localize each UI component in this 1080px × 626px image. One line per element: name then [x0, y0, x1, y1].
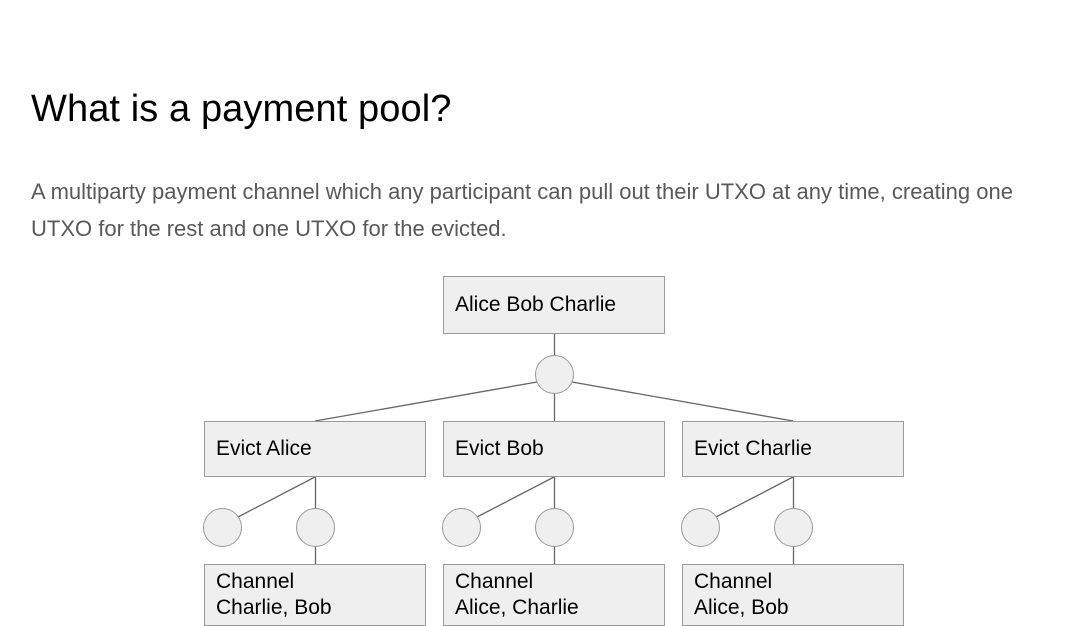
node-evict-charlie[interactable]: Evict Charlie: [682, 421, 904, 477]
utxo-node-root[interactable]: [535, 355, 574, 394]
node-channel-alice-charlie[interactable]: Channel Alice, Charlie: [443, 564, 665, 626]
node-channel-charlie-bob-title: Channel: [216, 570, 295, 593]
node-channel-alice-bob-title: Channel: [694, 570, 773, 593]
node-pool-root-label: Alice Bob Charlie: [455, 293, 617, 316]
utxo-node-alice-remainder[interactable]: [296, 508, 335, 547]
node-channel-alice-bob[interactable]: Channel Alice, Bob: [682, 564, 904, 626]
node-evict-alice-label: Evict Alice: [216, 437, 312, 460]
node-evict-charlie-label: Evict Charlie: [694, 437, 812, 460]
node-channel-alice-bob-members: Alice, Bob: [694, 596, 789, 619]
node-evict-alice[interactable]: Evict Alice: [204, 421, 426, 477]
utxo-node-charlie-remainder[interactable]: [774, 508, 813, 547]
node-channel-charlie-bob-members: Charlie, Bob: [216, 596, 332, 619]
page-title: What is a payment pool?: [31, 88, 452, 131]
utxo-node-bob-remainder[interactable]: [535, 508, 574, 547]
node-pool-root[interactable]: Alice Bob Charlie: [443, 276, 665, 334]
node-channel-alice-charlie-members: Alice, Charlie: [455, 596, 579, 619]
edge-hub-to-evict-charlie: [571, 381, 794, 422]
edge-hub-to-evict-alice: [314, 381, 538, 422]
node-channel-alice-charlie-title: Channel: [455, 570, 534, 593]
utxo-node-charlie-evicted[interactable]: [681, 508, 720, 547]
utxo-node-bob-evicted[interactable]: [442, 508, 481, 547]
slide-body-text: A multiparty payment channel which any p…: [31, 179, 1013, 241]
node-evict-bob-label: Evict Bob: [455, 437, 544, 460]
node-evict-bob[interactable]: Evict Bob: [443, 421, 665, 477]
node-channel-charlie-bob[interactable]: Channel Charlie, Bob: [204, 564, 426, 626]
utxo-node-alice-evicted[interactable]: [203, 508, 242, 547]
